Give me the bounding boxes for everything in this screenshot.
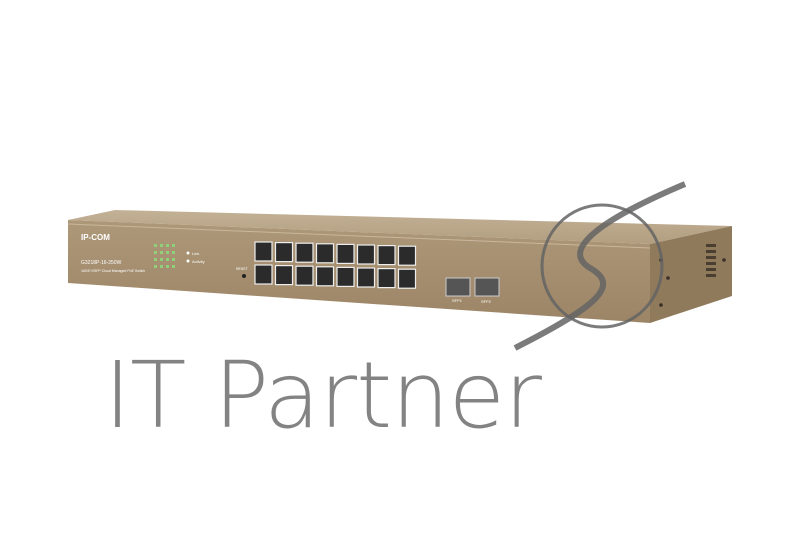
rj45-port[interactable]: [397, 245, 417, 266]
link-led-icon: [186, 251, 190, 255]
subtitle-label: 16GE+2SFP Cloud Managed PoE Switch: [81, 269, 145, 273]
rj45-port[interactable]: [377, 268, 396, 289]
sfp2-label: SFP2: [481, 299, 492, 304]
rj45-port[interactable]: [315, 266, 335, 287]
rj45-port[interactable]: [336, 243, 355, 264]
rj45-port[interactable]: [315, 243, 335, 264]
rj45-port[interactable]: [356, 244, 376, 265]
brand-logo: IP-COM: [81, 233, 110, 242]
rj45-port[interactable]: [336, 266, 355, 287]
model-label: G3218P-16-250W: [81, 260, 122, 266]
rj45-ports: [254, 241, 417, 289]
sfp-port-1[interactable]: [445, 277, 471, 297]
sfp1-label: SFP1: [452, 298, 463, 303]
front-edge-highlight: [67, 223, 651, 249]
rj45-port[interactable]: [274, 265, 294, 286]
led-matrix: [154, 244, 175, 268]
rj45-port[interactable]: [254, 241, 273, 262]
watermark-text: IT Partner: [104, 342, 542, 449]
activity-label: Activity: [192, 259, 205, 264]
reset-button[interactable]: [242, 274, 246, 278]
reset-label: RESET: [236, 267, 249, 271]
rj45-port[interactable]: [377, 245, 396, 266]
rj45-port[interactable]: [254, 264, 273, 285]
switch-labels: IP-COM G3218P-16-250W 16GE+2SFP Cloud Ma…: [81, 233, 492, 304]
watermark-logo: [513, 181, 687, 351]
rj45-port[interactable]: [274, 242, 294, 263]
link-label: Link: [192, 251, 199, 256]
sfp-port-2[interactable]: [474, 277, 500, 297]
sfp-ports: [445, 277, 500, 297]
switch-top: [68, 210, 732, 244]
rj45-port[interactable]: [295, 265, 314, 286]
rj45-port[interactable]: [295, 242, 314, 263]
activity-led-icon: [186, 259, 190, 263]
rj45-port[interactable]: [397, 268, 417, 289]
rj45-port[interactable]: [356, 267, 376, 288]
side-vent-icon: [706, 244, 716, 277]
